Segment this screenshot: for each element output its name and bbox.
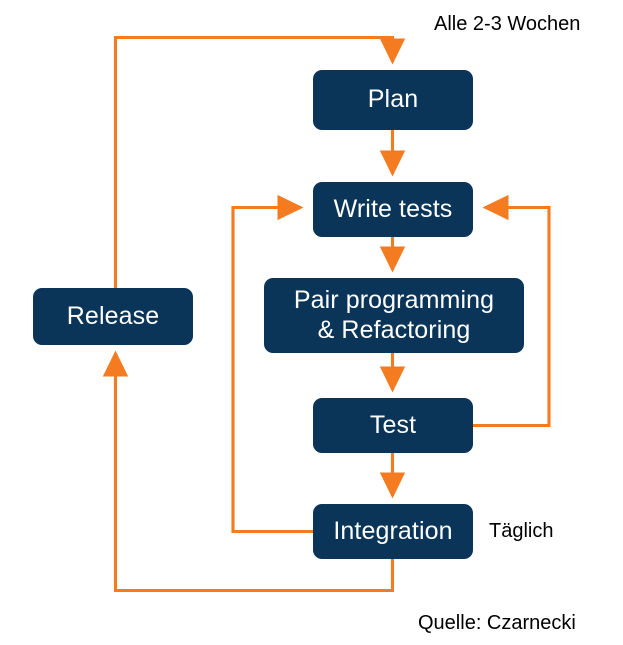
- node-integration-label: Integration: [333, 516, 453, 545]
- node-plan[interactable]: Plan: [313, 70, 473, 130]
- node-pair-programming-refactoring[interactable]: Pair programming & Refactoring: [264, 278, 524, 353]
- edge-test-to-write-loop: [473, 194, 551, 428]
- edge-release-to-plan: [113, 35, 406, 288]
- edge-integration-to-write-loop: [231, 194, 313, 534]
- annotation-cadence: Alle 2-3 Wochen: [434, 13, 581, 35]
- node-write-tests-label: Write tests: [333, 194, 453, 223]
- annotation-daily: Täglich: [489, 520, 554, 542]
- edge-integration-to-release: [102, 350, 395, 593]
- node-release[interactable]: Release: [33, 288, 193, 345]
- node-test[interactable]: Test: [313, 398, 473, 453]
- node-plan-label: Plan: [367, 85, 419, 114]
- node-test-label: Test: [369, 410, 417, 439]
- annotation-source: Quelle: Czarnecki: [418, 612, 576, 634]
- node-integration[interactable]: Integration: [313, 504, 473, 559]
- node-pair-programming-refactoring-label: Pair programming & Refactoring: [293, 286, 495, 344]
- node-write-tests[interactable]: Write tests: [313, 182, 473, 237]
- node-release-label: Release: [66, 301, 160, 330]
